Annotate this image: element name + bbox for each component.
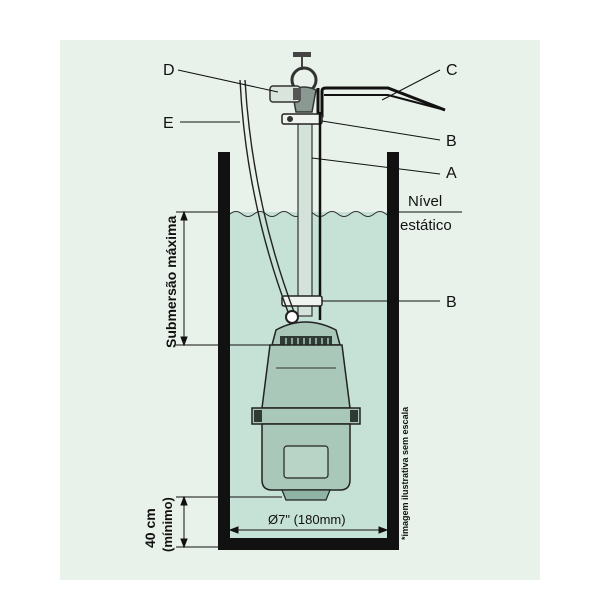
dimension-diameter [228, 526, 389, 534]
pump-band-bolt-left [254, 410, 262, 422]
label-a: A [446, 165, 457, 182]
label-minimum-depth-1: 40 cm [142, 508, 158, 548]
pump-upper-body [261, 344, 351, 409]
dimension-minimum-depth [176, 495, 282, 549]
leader-d [177, 69, 279, 93]
label-d: D [163, 62, 175, 79]
safety-rope-e [239, 79, 289, 313]
label-b-bottom: B [446, 294, 457, 311]
label-b-top: B [446, 133, 457, 150]
pump-eyelet [285, 310, 299, 324]
valve-d-cap [293, 88, 301, 100]
leader-a [311, 157, 441, 175]
label-max-submersion: Submersão máxima [163, 216, 179, 348]
label-static-level-2: estático [400, 217, 452, 234]
leader-c [381, 69, 441, 101]
pump-label-plate [283, 445, 329, 479]
pump-band-bolt-right [350, 410, 358, 422]
label-static-level-1: Nível [408, 193, 442, 210]
label-minimum-depth-2: (mínimo) [160, 497, 175, 552]
clamp-b-top [281, 113, 323, 125]
leader-b-top [321, 120, 441, 141]
well-wall-right [387, 152, 399, 550]
discharge-pipe-c [316, 86, 446, 118]
clamp-b-top-bolt [287, 116, 293, 122]
pump-band [251, 407, 361, 425]
safety-rope-e-2 [244, 79, 295, 313]
discharge-pipe-c-outer [324, 94, 446, 111]
ceiling-mount [293, 52, 311, 57]
label-diameter: Ø7" (180mm) [268, 512, 346, 527]
label-e: E [163, 115, 174, 132]
well-bottom [218, 538, 399, 550]
label-scale-note: *imagem ilustrativa sem escala [400, 406, 410, 540]
well-wall-left [218, 152, 230, 550]
pump-intake [281, 489, 331, 501]
label-c: C [446, 62, 458, 79]
dimension-max-submersion [176, 210, 270, 347]
leader-lines [177, 69, 462, 302]
riser-pipe-a [297, 115, 313, 317]
